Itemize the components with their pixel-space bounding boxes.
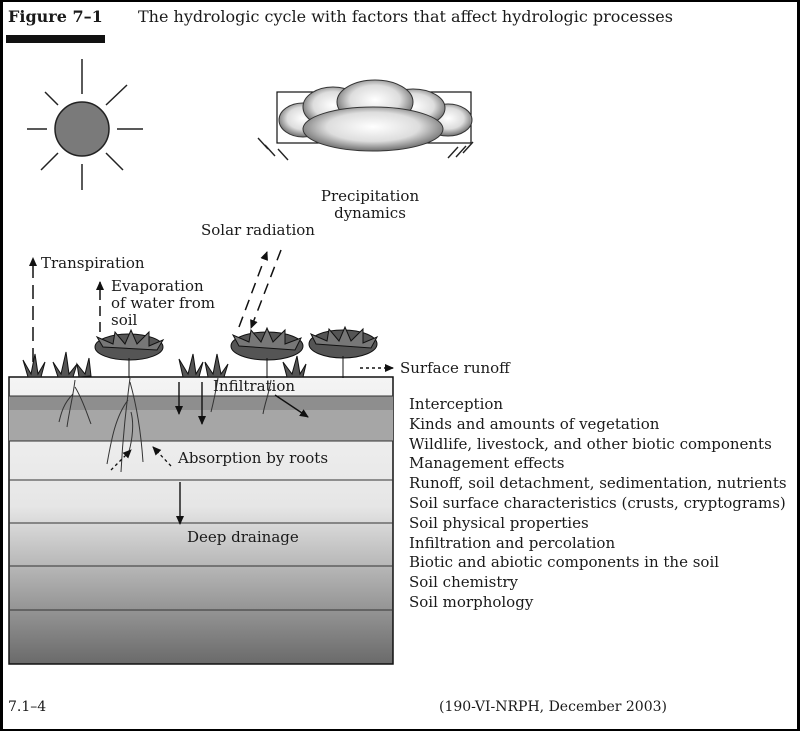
precipitation-label-line1: Precipitation (320, 187, 420, 205)
factors-list: Interception Kinds and amounts of vegeta… (409, 395, 787, 613)
page-number: 7.1–4 (8, 699, 47, 715)
evaporation-label-line1: Evaporation (111, 277, 204, 295)
figure-title: The hydrologic cycle with factors that a… (138, 7, 673, 26)
shrub-icon (308, 325, 379, 378)
precipitation-label: Precipitation dynamics (315, 188, 425, 222)
figure-page: Figure 7–1 The hydrologic cycle with fac… (3, 2, 797, 729)
deep-drainage-label: Deep drainage (187, 528, 299, 546)
evaporation-label-line2: of water from (111, 294, 215, 312)
absorption-label: Absorption by roots (178, 449, 329, 467)
transpiration-label: Transpiration (41, 254, 145, 272)
shrub-icon (230, 326, 304, 378)
citation: (190-VI-NRPH, December 2003) (439, 699, 667, 715)
factor-item: Biotic and abiotic components in the soi… (409, 553, 720, 572)
factor-item: Management effects (409, 454, 565, 473)
infiltration-label: Infiltration (213, 377, 296, 395)
evaporation-label-line3: soil (111, 311, 138, 329)
plant-roots (58, 377, 272, 473)
absorption-arrows (110, 446, 172, 471)
factor-item: Kinds and amounts of vegetation (409, 414, 660, 433)
factor-item: Runoff, soil detachment, sedimentation, … (409, 474, 787, 493)
vegetation-icons (22, 325, 379, 378)
grass-tuft-icon (282, 355, 307, 378)
infiltration-arrows (175, 382, 309, 425)
factor-item: Soil morphology (409, 592, 534, 611)
solar-radiation-arrows (238, 249, 282, 329)
factor-item: Wildlife, livestock, and other biotic co… (409, 434, 772, 453)
factor-item: Soil chemistry (409, 573, 518, 592)
precipitation-label-line2: dynamics (334, 204, 406, 222)
cloud-icon (257, 79, 474, 161)
factor-item: Interception (409, 395, 504, 413)
sun-icon (27, 59, 143, 190)
figure-label: Figure 7–1 (8, 7, 103, 26)
factor-item: Soil surface characteristics (crusts, cr… (409, 493, 786, 512)
soil-profile (8, 376, 394, 665)
solar-radiation-label: Solar radiation (201, 221, 315, 239)
figure-title-bar (6, 35, 105, 43)
factor-item: Infiltration and percolation (409, 533, 616, 552)
factor-item: Soil physical properties (409, 513, 589, 532)
surface-runoff-label: Surface runoff (400, 359, 510, 377)
evaporation-label: Evaporation of water from soil (111, 278, 215, 329)
grass-tuft-icon (22, 351, 92, 378)
hydrologic-cycle-diagram (8, 59, 474, 665)
grass-tuft-icon (178, 353, 229, 378)
shrub-icon (94, 328, 165, 378)
